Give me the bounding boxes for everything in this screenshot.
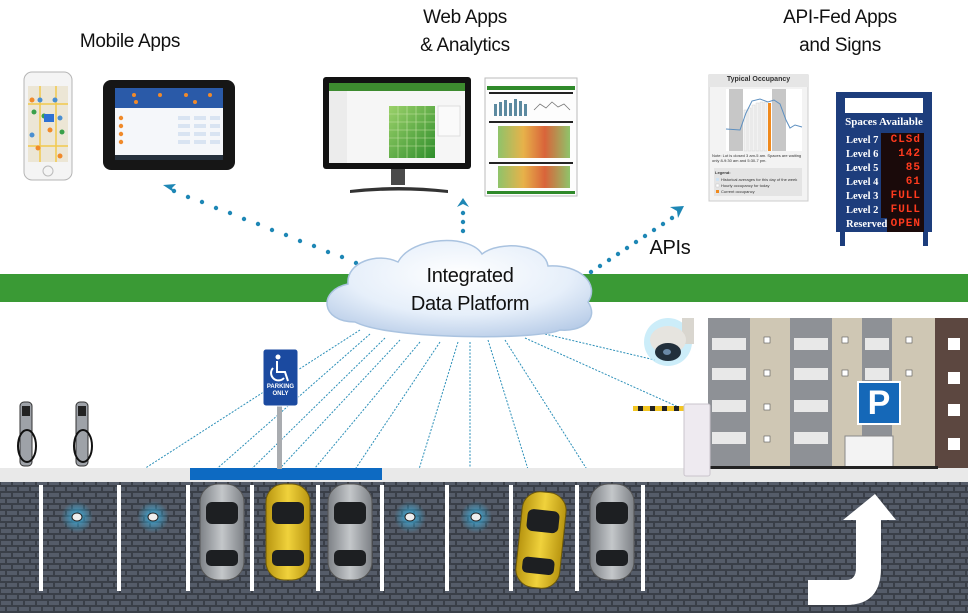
sign-row: Level 4 61 <box>846 173 924 192</box>
car-gray-3 <box>589 483 635 581</box>
sign-level-value: CLSd <box>881 133 924 148</box>
occupancy-legend-title: Legend: <box>715 170 731 175</box>
tablet-device <box>103 80 235 170</box>
cloud-shape <box>326 239 593 338</box>
stall-lines <box>39 485 645 591</box>
accessible-parking-sign <box>262 348 299 469</box>
accessible-sign-line1: PARKING <box>266 384 295 390</box>
accessible-sign-line2: ONLY <box>272 391 289 397</box>
sign-level-value: 85 <box>881 161 924 176</box>
sign-row: Level 7 CLSd <box>846 131 924 150</box>
availability-sign-rows: Level 7 CLSd Level 6 142 Level 5 85 Leve… <box>836 131 932 234</box>
sensor-3 <box>394 501 426 533</box>
barrier-gate <box>633 403 711 477</box>
sign-level-value: FULL <box>881 189 924 204</box>
platform-label-line2: Data Platform <box>410 293 530 315</box>
web-apps-label-line2: & Analytics <box>420 35 510 56</box>
car-yellow-1 <box>265 483 311 581</box>
turn-arrow-icon <box>808 494 896 605</box>
sign-level-label: Level 3 <box>846 191 879 202</box>
occupancy-legend-item: Hourly occupancy for today <box>721 183 770 188</box>
car-yellow-2 <box>515 491 567 589</box>
sign-level-label: Level 5 <box>846 163 879 174</box>
sign-level-label: Level 2 <box>846 205 879 216</box>
api-arrows <box>163 184 684 275</box>
analytics-report <box>484 77 578 197</box>
sign-level-label: Level 4 <box>846 177 879 188</box>
sign-row: Level 6 142 <box>846 145 924 164</box>
desktop-monitor <box>323 77 471 193</box>
garage-parking-sign: P <box>867 384 891 422</box>
smartphone-device <box>23 71 73 181</box>
sign-row: Reserved OPEN <box>846 215 924 234</box>
platform-label-line1: Integrated <box>426 265 514 287</box>
api-fed-label-line2: and Signs <box>799 35 881 56</box>
arrow-to-web <box>457 198 469 234</box>
occupancy-legend-item: Current occupancy <box>721 189 755 194</box>
arrow-to-mobile <box>163 184 373 271</box>
sensor-1 <box>61 501 93 533</box>
sign-level-value: OPEN <box>887 217 924 232</box>
ev-chargers <box>17 401 93 467</box>
arrow-to-api <box>588 206 684 275</box>
sign-level-label: Level 7 <box>846 135 879 146</box>
sensor-2 <box>137 501 169 533</box>
sign-row: Level 3 FULL <box>846 187 924 206</box>
apis-label: APIs <box>649 237 691 259</box>
sign-row: Level 5 85 <box>846 159 924 178</box>
ev-charger-2 <box>73 401 93 467</box>
parking-sensors <box>61 501 492 533</box>
occupancy-chart-panel <box>708 74 809 202</box>
car-gray-1 <box>199 483 245 581</box>
sign-level-value: 61 <box>881 175 924 190</box>
car-gray-2 <box>327 483 373 581</box>
sign-level-value: 142 <box>881 147 924 162</box>
sign-row: Level 2 FULL <box>846 201 924 220</box>
security-camera <box>644 318 694 366</box>
parking-garage <box>708 318 968 469</box>
occupancy-chart-title: Typical Occupancy <box>726 76 791 83</box>
occupancy-chart-note: Note: Lot is closed 3 am-5 am. Spaces ar… <box>712 153 802 163</box>
availability-sign-header: Spaces Available <box>845 116 923 128</box>
sign-level-label: Reserved <box>846 219 888 230</box>
accessible-sign-text: PARKING ONLY <box>263 384 298 398</box>
accessible-curb <box>190 468 382 480</box>
web-apps-label-line1: Web Apps <box>423 7 507 28</box>
mobile-apps-label: Mobile Apps <box>79 31 181 52</box>
occupancy-legend-item: Historical averages for this day of the … <box>721 177 798 182</box>
ev-charger-1 <box>17 401 37 467</box>
sign-level-value: FULL <box>881 203 924 218</box>
api-fed-label-line1: API-Fed Apps <box>783 7 897 28</box>
sensor-4 <box>460 501 492 533</box>
parked-cars <box>199 483 635 589</box>
sign-level-label: Level 6 <box>846 149 879 160</box>
